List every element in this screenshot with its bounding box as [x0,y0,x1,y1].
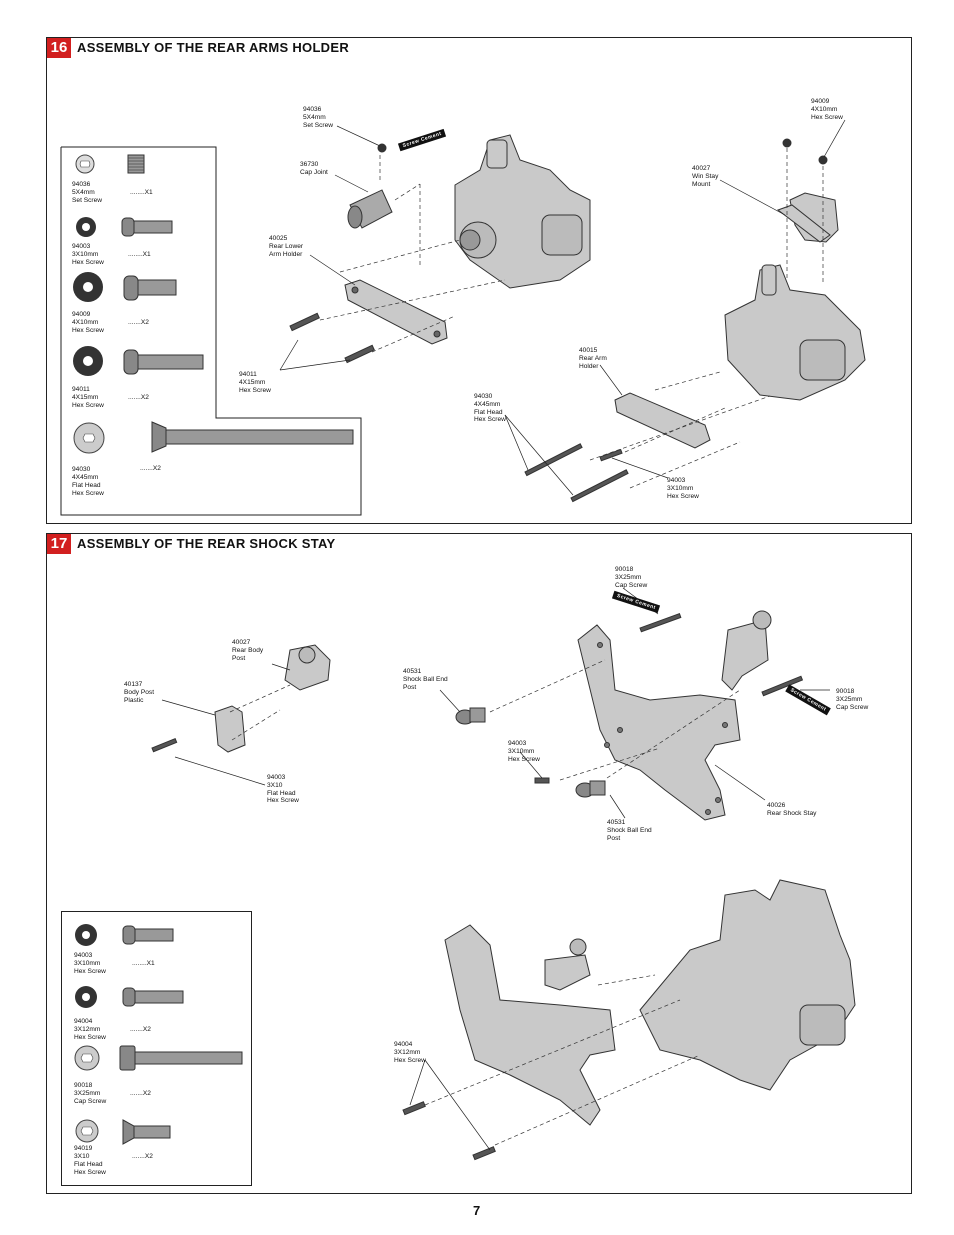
kit-item-type: Hex Screw [74,1034,106,1041]
kit-item-code: 94004 [74,1018,93,1025]
kit-item-code: 94003 [74,952,93,959]
kit-item-code: 94011 [72,386,90,393]
kit-item-size: 4X10mm [72,319,99,326]
kit-item-type: Flat Head Hex Screw [74,1161,106,1176]
kit-item-type: Hex Screw [72,259,104,266]
kit-item-type: Hex Screw [74,968,106,975]
callout-94030: 94030 4X45mm Flat Head Hex Screw [474,393,506,424]
callout-40025: 40025 Rear Lower Arm Holder [269,235,304,258]
kit-item-size: 4X45mm [72,474,99,481]
kit-item-code: 90018 [74,1082,93,1089]
kit-item-size: 4X15mm [72,394,99,401]
callout-40026: 40026 Rear Shock Stay [767,802,817,817]
kit-item-type: Hex Screw [72,402,104,409]
callout-36730: 36730 Cap Joint [300,161,328,176]
kit-item-code: 94003 [72,243,91,250]
callout-40137: 40137 Body Post Plastic [124,681,155,704]
callout-40015: 40015 Rear Arm Holder [579,347,607,370]
callout-40531-bottom: 40531 Shock Ball End Post [607,819,652,842]
kit-item-qty: ........X1 [130,189,153,196]
kit-item-size: 3X10mm [72,251,99,258]
step-number: 16 [47,38,71,58]
kit-item-qty: .......X2 [128,319,149,326]
callout-94003-hex: 94003 3X10mm Hex Screw [508,740,540,763]
kit-item-qty: .......X2 [140,465,161,472]
kit-item-qty: .......X2 [130,1026,151,1033]
step-number: 17 [47,534,71,554]
callout-94004: 94004 3X12mm Hex Screw [394,1041,426,1064]
step-title: ASSEMBLY OF THE REAR SHOCK STAY [77,536,336,551]
callout-94036: 94036 5X4mm Set Screw [303,106,334,129]
kit-item-code: 94009 [72,311,91,318]
kit-item-size: 3X12mm [74,1026,101,1033]
kit-item-code: 94036 [72,181,91,188]
callout-94003-flat: 94003 3X10 Flat Head Hex Screw [267,774,299,805]
callout-94003: 94003 3X10mm Hex Screw [667,477,699,500]
kit-item-size: 5X4mm [72,189,95,196]
callout-40531-top: 40531 Shock Ball End Post [403,668,448,691]
callout-94009: 94009 4X10mm Hex Screw [811,98,843,121]
step-title: ASSEMBLY OF THE REAR ARMS HOLDER [77,40,350,55]
page-number: 7 [473,1203,481,1218]
kit-item-size: 3X25mm [74,1090,101,1097]
kit-item-qty: .......X2 [128,394,149,401]
kit-item-qty: ........X1 [132,960,155,967]
kit-item-type: Cap Screw [74,1098,107,1105]
kit-item-type: Hex Screw [72,327,104,334]
callout-94011: 94011 4X15mm Hex Screw [239,371,271,394]
kit-item-size: 3X10mm [74,960,101,967]
kit-item-size: 3X10 [74,1153,90,1160]
kit-item-code: 94030 [72,466,91,473]
callout-90018-right: 90018 3X25mm Cap Screw [836,688,869,711]
step17-kit-box [61,911,252,1186]
kit-item-qty: ........X1 [128,251,151,258]
callout-40027: 40027 Rear Body Post [232,639,264,662]
kit-item-code: 94019 [74,1145,93,1152]
kit-item-type: Set Screw [72,197,103,204]
callout-40027: 40027 Win Stay Mount [692,165,719,188]
kit-item-qty: .......X2 [130,1090,151,1097]
kit-item-qty: .......X2 [132,1153,153,1160]
kit-item-type: Flat Head Hex Screw [72,482,104,497]
callout-90018-top: 90018 3X25mm Cap Screw [615,566,648,589]
